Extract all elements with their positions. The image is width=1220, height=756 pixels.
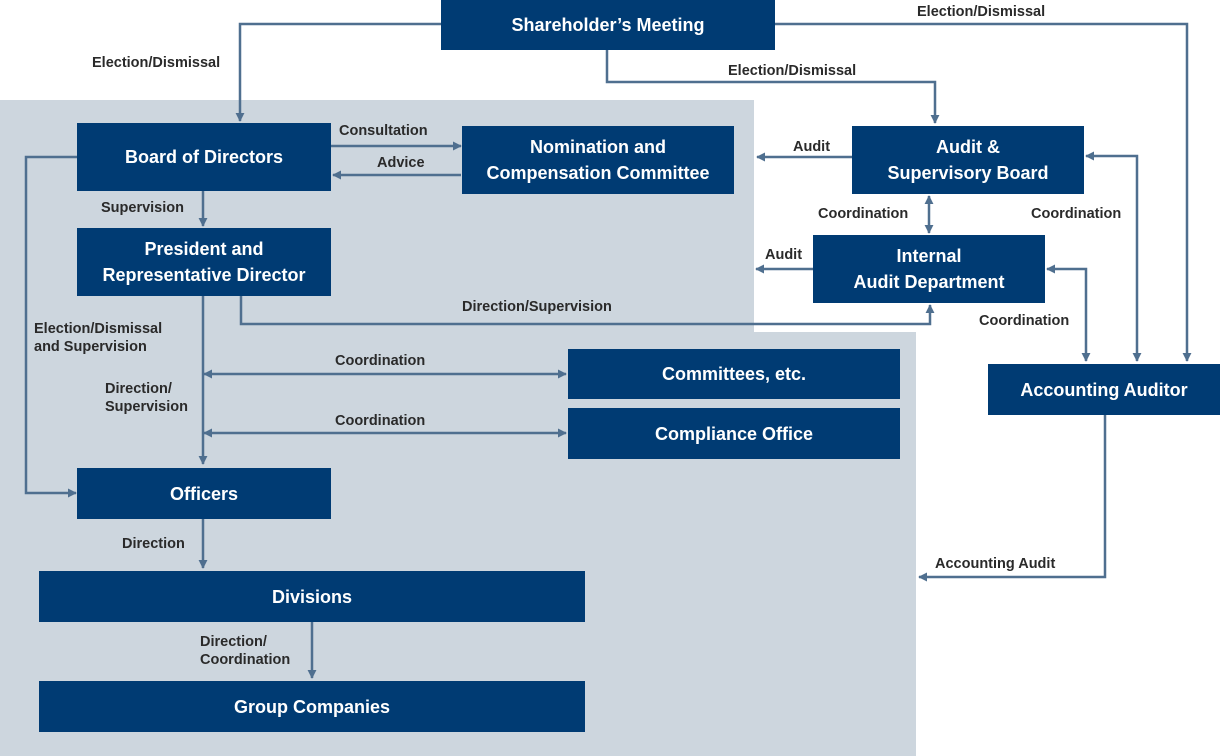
label-consultation: Consultation [339,123,428,139]
compliance-office-box: Compliance Office [568,408,900,459]
president-label-line2: Representative Director [102,265,306,285]
board-of-directors-label: Board of Directors [124,147,284,167]
label-election-dismissal-top-right: Election/Dismissal [917,4,1046,20]
label-direction-supervision-internal: Direction/Supervision [462,299,612,315]
internal-audit-label-line1: Internal [896,246,962,266]
label-election-dismissal-left: Election/Dismissal [92,55,221,71]
label-direction-coordination-line2: Coordination [200,652,291,668]
audit-board-label-line2: Supervisory Board [887,163,1049,183]
label-coordination-compliance: Coordination [335,413,426,429]
label-election-dismissal-and-supervision: Election/Dismissal and Supervision [34,320,162,356]
label-accounting-audit: Accounting Audit [935,556,1056,572]
label-direction-supervision-president-line1: Direction/ [105,381,172,397]
label-direction-supervision-president: Direction/ Supervision [105,380,188,416]
group-companies-box: Group Companies [39,681,585,732]
label-coordination-audit-internal: Coordination [818,206,909,222]
label-audit-board-audit: Audit [793,139,831,155]
nomination-committee-box: Nomination and Compensation Committee [462,126,734,194]
line-audit-board-accounting-coordination [1085,151,1142,362]
committees-box: Committees, etc. [568,349,900,399]
committees-label: Committees, etc. [661,364,807,384]
board-of-directors-box: Board of Directors [77,123,331,191]
label-election-dismissal-audit: Election/Dismissal [728,63,857,79]
accounting-auditor-label: Accounting Auditor [1020,379,1188,400]
label-supervision: Supervision [101,200,184,216]
internal-audit-label-line2: Audit Department [853,272,1005,292]
label-direction-coordination-line1: Direction/ [200,634,267,650]
president-label-line1: President and [144,239,264,259]
line-shareholders-to-accounting-auditor [775,22,1192,362]
line-president-to-internal-audit [239,296,935,326]
shareholders-meeting-box: Shareholder’s Meeting [441,0,775,50]
label-election-dismissal-and-supervision-line2: and Supervision [34,339,147,355]
accounting-auditor-box: Accounting Auditor [988,364,1220,415]
audit-board-label-line1: Audit & [936,137,1000,157]
label-direction-officers: Direction [122,536,185,552]
shareholders-meeting-label: Shareholder’s Meeting [511,15,705,35]
nomination-committee-label-line1: Nomination and [530,137,666,157]
nomination-committee-label-line2: Compensation Committee [486,163,710,183]
audit-board-box: Audit & Supervisory Board [852,126,1084,194]
compliance-office-label: Compliance Office [654,423,814,444]
line-internal-accounting-coordination [1046,264,1091,362]
line-shareholders-to-audit-board [605,50,940,124]
label-coordination-audit-accounting: Coordination [1031,206,1122,222]
label-direction-coordination: Direction/ Coordination [200,633,290,669]
line-board-to-officers [24,155,77,498]
group-companies-label: Group Companies [233,696,390,717]
label-coordination-internal-accounting: Coordination [979,313,1070,329]
divisions-label: Divisions [271,586,353,607]
president-box: President and Representative Director [77,228,331,296]
label-advice: Advice [377,155,425,171]
officers-label: Officers [169,483,239,504]
line-accounting-audit [918,415,1107,582]
label-election-dismissal-and-supervision-line1: Election/Dismissal [34,321,163,337]
label-internal-audit-audit: Audit [765,247,803,263]
label-coordination-committees: Coordination [335,353,426,369]
officers-box: Officers [77,468,331,519]
label-direction-supervision-president-line2: Supervision [105,399,188,415]
line-shareholders-to-board [235,22,441,122]
divisions-box: Divisions [39,571,585,622]
internal-audit-box: Internal Audit Department [813,235,1045,303]
